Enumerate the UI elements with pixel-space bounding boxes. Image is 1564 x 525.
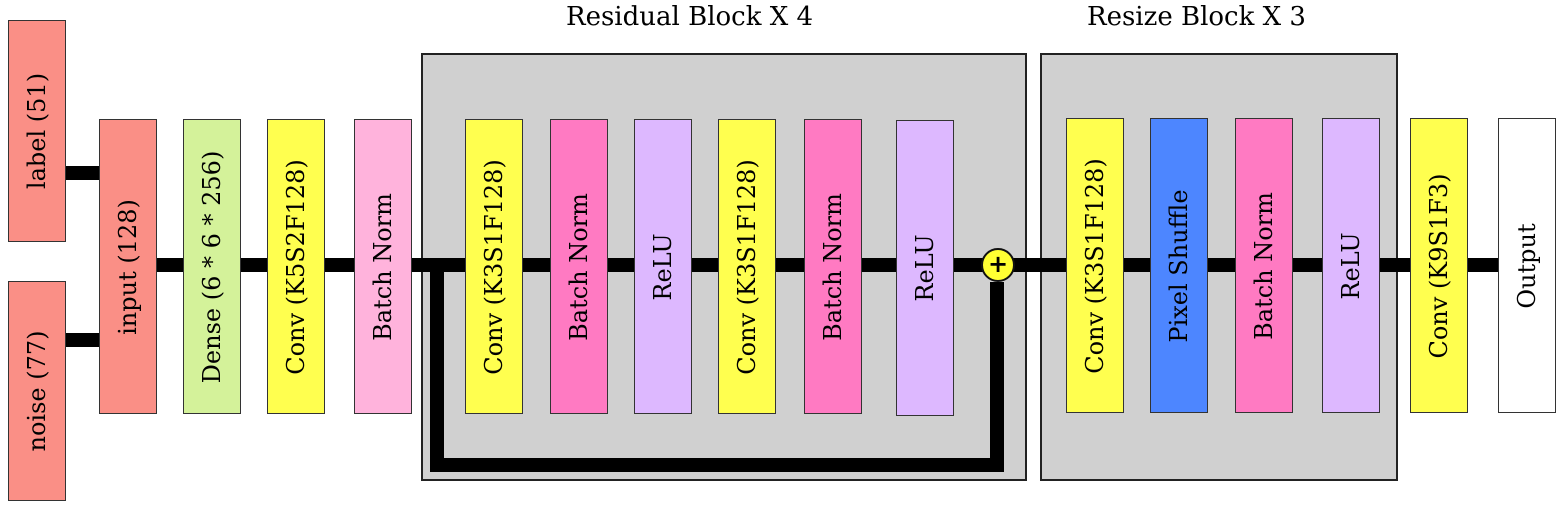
batch-norm-layer: Batch Norm — [354, 119, 412, 414]
add-node: + — [981, 248, 1015, 282]
label-input-layer: label (51) — [8, 20, 66, 242]
residual-batch-norm-2-layer: Batch Norm — [804, 119, 862, 414]
noise-input-layer: noise (77) — [8, 281, 66, 501]
residual-batch-norm-1-layer: Batch Norm — [550, 119, 608, 414]
pixel-shuffle-layer: Pixel Shuffle — [1150, 118, 1208, 413]
residual-relu-2-layer: ReLU — [896, 120, 954, 416]
conv-k5s2f128-layer: Conv (K5S2F128) — [267, 119, 325, 414]
resize-block-title: Resize Block X 3 — [1087, 2, 1306, 32]
resize-conv-layer: Conv (K3S1F128) — [1066, 118, 1124, 413]
residual-block-title: Residual Block X 4 — [566, 2, 814, 32]
residual-conv-1-layer: Conv (K3S1F128) — [465, 119, 523, 414]
resize-batch-norm-layer: Batch Norm — [1235, 118, 1293, 413]
residual-relu-1-layer: ReLU — [634, 119, 692, 414]
final-conv-layer: Conv (K9S1F3) — [1410, 118, 1468, 413]
dense-layer: Dense (6 * 6 * 256) — [183, 119, 241, 414]
output-layer: Output — [1498, 118, 1556, 413]
residual-conv-2-layer: Conv (K3S1F128) — [718, 119, 776, 414]
resize-relu-layer: ReLU — [1322, 118, 1380, 413]
input-layer: input (128) — [99, 119, 157, 414]
skip-connection — [430, 265, 1004, 472]
